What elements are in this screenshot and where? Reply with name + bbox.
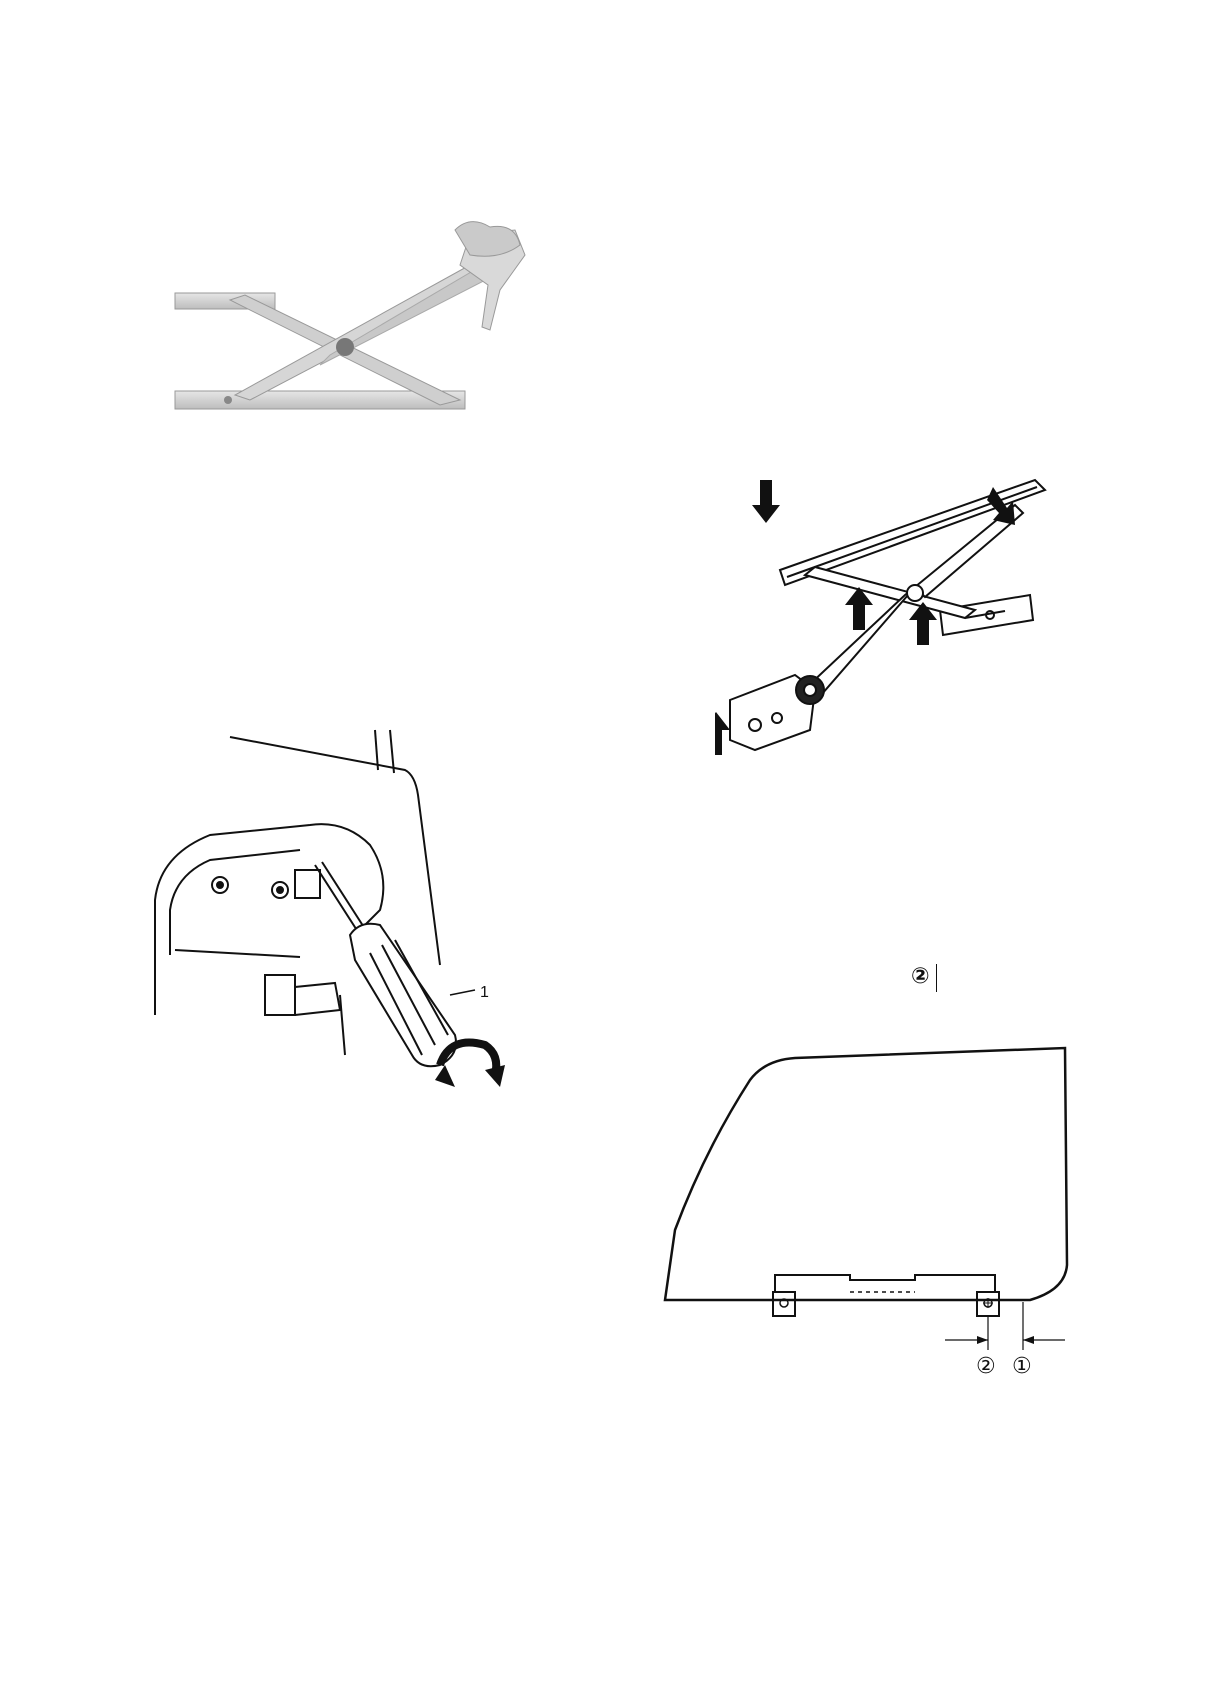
door-glass-dimension-icon	[655, 1040, 1085, 1390]
callout-label: 1	[480, 984, 489, 1001]
regulator-photo-figure	[170, 215, 540, 410]
screwdriver-drawing-figure: 1	[150, 725, 545, 1095]
floating-label-tick	[936, 964, 937, 992]
window-regulator-photo-icon	[170, 215, 540, 410]
glass-drawing-figure	[655, 1040, 1085, 1390]
floating-label-2: ②	[911, 966, 930, 988]
regulator-drawing-figure	[715, 475, 1095, 800]
window-regulator-drawing-with-arrows-icon	[715, 475, 1095, 800]
dimension-label-2: ②	[976, 1356, 996, 1378]
dimension-label-1: ①	[1012, 1356, 1032, 1378]
door-screwdriver-adjustment-icon: 1	[150, 725, 545, 1095]
